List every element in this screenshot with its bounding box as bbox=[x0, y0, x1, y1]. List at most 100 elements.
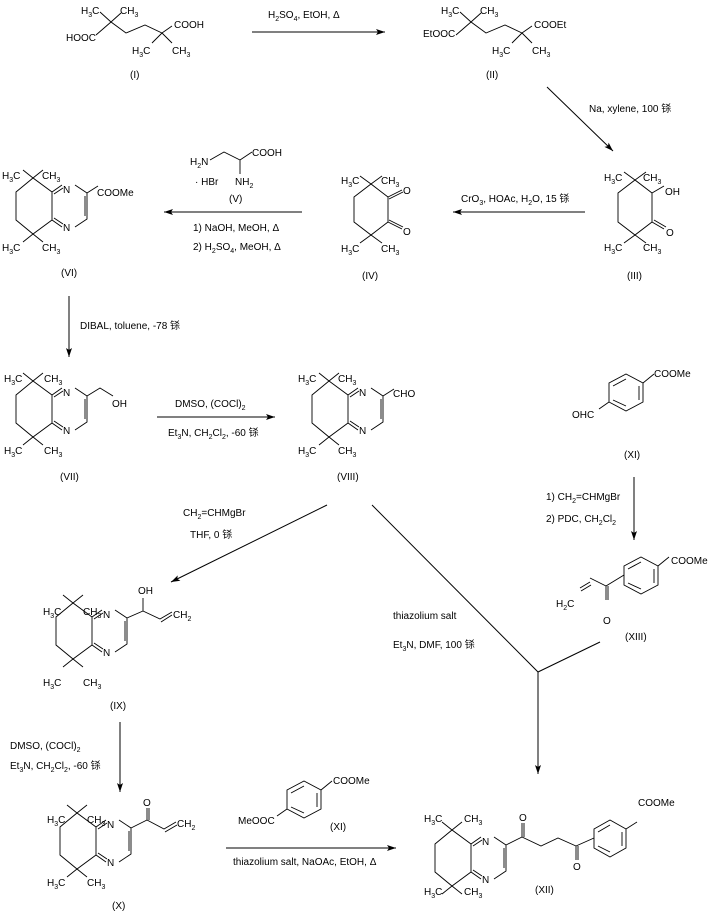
XII-n2: N bbox=[482, 875, 489, 886]
XII-n1: N bbox=[482, 837, 489, 848]
VI-methyls bbox=[22, 169, 44, 243]
XIII-vinyl: H2C bbox=[556, 599, 574, 612]
XII-methyl-bl: H3C bbox=[424, 887, 442, 900]
compound-X: N N H3C CH3 H3C CH3 O CH2 (X) bbox=[47, 798, 195, 912]
XIII-label: (XIII) bbox=[625, 632, 647, 643]
arrow-step11: COOMe MeOOC (XI) thiazolium salt, NaOAc,… bbox=[226, 776, 396, 868]
VIII-cyclohexane bbox=[311, 380, 349, 438]
X-vinyl: CH2 bbox=[177, 819, 195, 832]
XIII-bonds bbox=[579, 556, 670, 600]
XIII-ester: COOMe bbox=[671, 556, 708, 567]
II-left-group: EtOOC bbox=[423, 29, 455, 40]
V-amine: H2N bbox=[190, 157, 208, 170]
step9a-conditions: thiazolium salt bbox=[393, 611, 457, 622]
I-right-group: COOH bbox=[174, 20, 204, 31]
step1-conditions: H2SO4, EtOH, Δ bbox=[268, 10, 340, 23]
arrow-step6: DMSO, (COCl)2 Et3N, CH2Cl2, -60 铩 bbox=[157, 399, 275, 441]
compound-VII: N N H3C CH3 H3C CH3 OH (VII) bbox=[4, 372, 127, 483]
VI-methyl-bl: H3C bbox=[2, 243, 20, 256]
II-right-group: COOEt bbox=[534, 20, 566, 31]
II-skeleton bbox=[455, 11, 533, 44]
step6b-conditions: Et3N, CH2Cl2, -60 铩 bbox=[168, 426, 259, 441]
IX-methyl-br: CH3 bbox=[83, 678, 101, 691]
VIII-label: (VIII) bbox=[337, 472, 359, 483]
IV-methyl-br: CH3 bbox=[381, 244, 399, 257]
compound-IX: N N H3C CH3 H3C CH3 OH CH2 (IX) bbox=[43, 586, 191, 712]
step2-conditions: Na, xylene, 100 铩 bbox=[589, 102, 671, 115]
XII-benzene bbox=[593, 819, 638, 858]
I-left-group: HOOC bbox=[66, 33, 96, 44]
IX-pyrazine bbox=[91, 598, 173, 653]
arrow-step4: H2N COOH · HBr NH2 (V) 1) NaOH, MeOH, Δ … bbox=[164, 148, 302, 255]
XI-top-ester: COOMe bbox=[654, 369, 691, 380]
arrow-line bbox=[170, 504, 328, 583]
step8b-conditions: THF, 0 铩 bbox=[190, 528, 232, 541]
compound-IV: H3C CH3 H3C CH3 O O (IV) bbox=[341, 175, 411, 282]
compound-VIII: N N H3C CH3 H3C CH3 CHO (VIII) bbox=[298, 372, 415, 483]
XI-top-aldehyde: OHC bbox=[572, 410, 594, 421]
XII-ketone-2: O bbox=[573, 862, 581, 873]
IX-methyls bbox=[62, 594, 84, 668]
II-methyl-bl: H3C bbox=[492, 46, 510, 59]
arrow-step7: 1) CH2=CHMgBr 2) PDC, CH2Cl2 bbox=[546, 477, 637, 540]
VII-n1: N bbox=[63, 388, 70, 399]
step5-conditions: DIBAL, toluene, -78 铩 bbox=[80, 319, 180, 332]
V-skeleton bbox=[209, 151, 253, 174]
X-label: (X) bbox=[112, 901, 125, 912]
III-hydroxyl: OH bbox=[665, 187, 680, 198]
VII-methyl-tl: H3C bbox=[4, 374, 22, 387]
step7a-conditions: 1) CH2=CHMgBr bbox=[546, 492, 621, 505]
XI-bottom-ring bbox=[286, 780, 322, 819]
step6a-conditions: DMSO, (COCl)2 bbox=[175, 399, 246, 412]
X-methyl-bl: H3C bbox=[47, 878, 65, 891]
VII-methyl-tr: CH3 bbox=[44, 374, 62, 387]
step4a-conditions: 1) NaOH, MeOH, Δ bbox=[193, 223, 279, 234]
VI-methyl-tr: CH3 bbox=[42, 171, 60, 184]
VIII-methyl-tl: H3C bbox=[298, 374, 316, 387]
arrow-step10: DMSO, (COCl)2 Et3N, CH2Cl2, -60 铩 bbox=[10, 722, 123, 792]
step11-conditions: thiazolium salt, NaOAc, EtOH, Δ bbox=[233, 857, 377, 868]
XII-ketone-1: O bbox=[519, 813, 527, 824]
VIII-aldehyde: CHO bbox=[393, 389, 415, 400]
XI-bottom-label: (XI) bbox=[330, 822, 346, 833]
IX-hydroxyl: OH bbox=[138, 586, 153, 597]
arrow-step5: DIBAL, toluene, -78 铩 bbox=[66, 296, 180, 357]
arrow-branch-right bbox=[537, 641, 601, 673]
IX-label: (IX) bbox=[110, 701, 126, 712]
XII-label: (XII) bbox=[535, 885, 554, 896]
XIII-ring bbox=[623, 556, 659, 595]
I-methyl-br: CH3 bbox=[172, 46, 190, 59]
VII-methyl-br: CH3 bbox=[44, 446, 62, 459]
I-methyl-tr: CH3 bbox=[120, 6, 138, 19]
XII-ester: COOMe bbox=[638, 798, 675, 809]
VII-label: (VII) bbox=[60, 472, 79, 483]
IX-methyl-tl: H3C bbox=[43, 607, 61, 620]
VIII-methyl-br: CH3 bbox=[338, 446, 356, 459]
VII-methyls bbox=[22, 372, 44, 446]
V-amine2: NH2 bbox=[235, 177, 253, 190]
step4b-conditions: 2) H2SO4, MeOH, Δ bbox=[193, 242, 281, 255]
XI-bottom-ester: COOMe bbox=[333, 776, 370, 787]
VIII-n2: N bbox=[359, 426, 366, 437]
XII-chain bbox=[470, 823, 595, 880]
VII-pyrazine bbox=[51, 387, 114, 431]
arrow-step2: Na, xylene, 100 铩 bbox=[546, 86, 671, 152]
IV-methyl-bl: H3C bbox=[341, 244, 359, 257]
VIII-n1: N bbox=[359, 388, 366, 399]
I-methyl-bl: H3C bbox=[132, 46, 150, 59]
step8a-conditions: CH2=CHMgBr bbox=[183, 508, 246, 521]
X-methyl-tl: H3C bbox=[47, 815, 65, 828]
I-label: (I) bbox=[130, 70, 139, 81]
step3-conditions: CrO3, HOAc, H2O, 15 铩 bbox=[461, 192, 569, 207]
XI-bottom-ester2: MeOOC bbox=[238, 816, 275, 827]
IX-vinyl: CH2 bbox=[173, 610, 191, 623]
X-pyrazine bbox=[95, 808, 178, 863]
IX-n2: N bbox=[103, 648, 110, 659]
XI-top-ring bbox=[608, 373, 644, 412]
VIII-methyl-bl: H3C bbox=[298, 446, 316, 459]
step9b-conditions: Et3N, DMF, 100 铩 bbox=[393, 638, 475, 653]
XII-methyl-tr: CH3 bbox=[464, 814, 482, 827]
IV-label: (IV) bbox=[362, 271, 378, 282]
